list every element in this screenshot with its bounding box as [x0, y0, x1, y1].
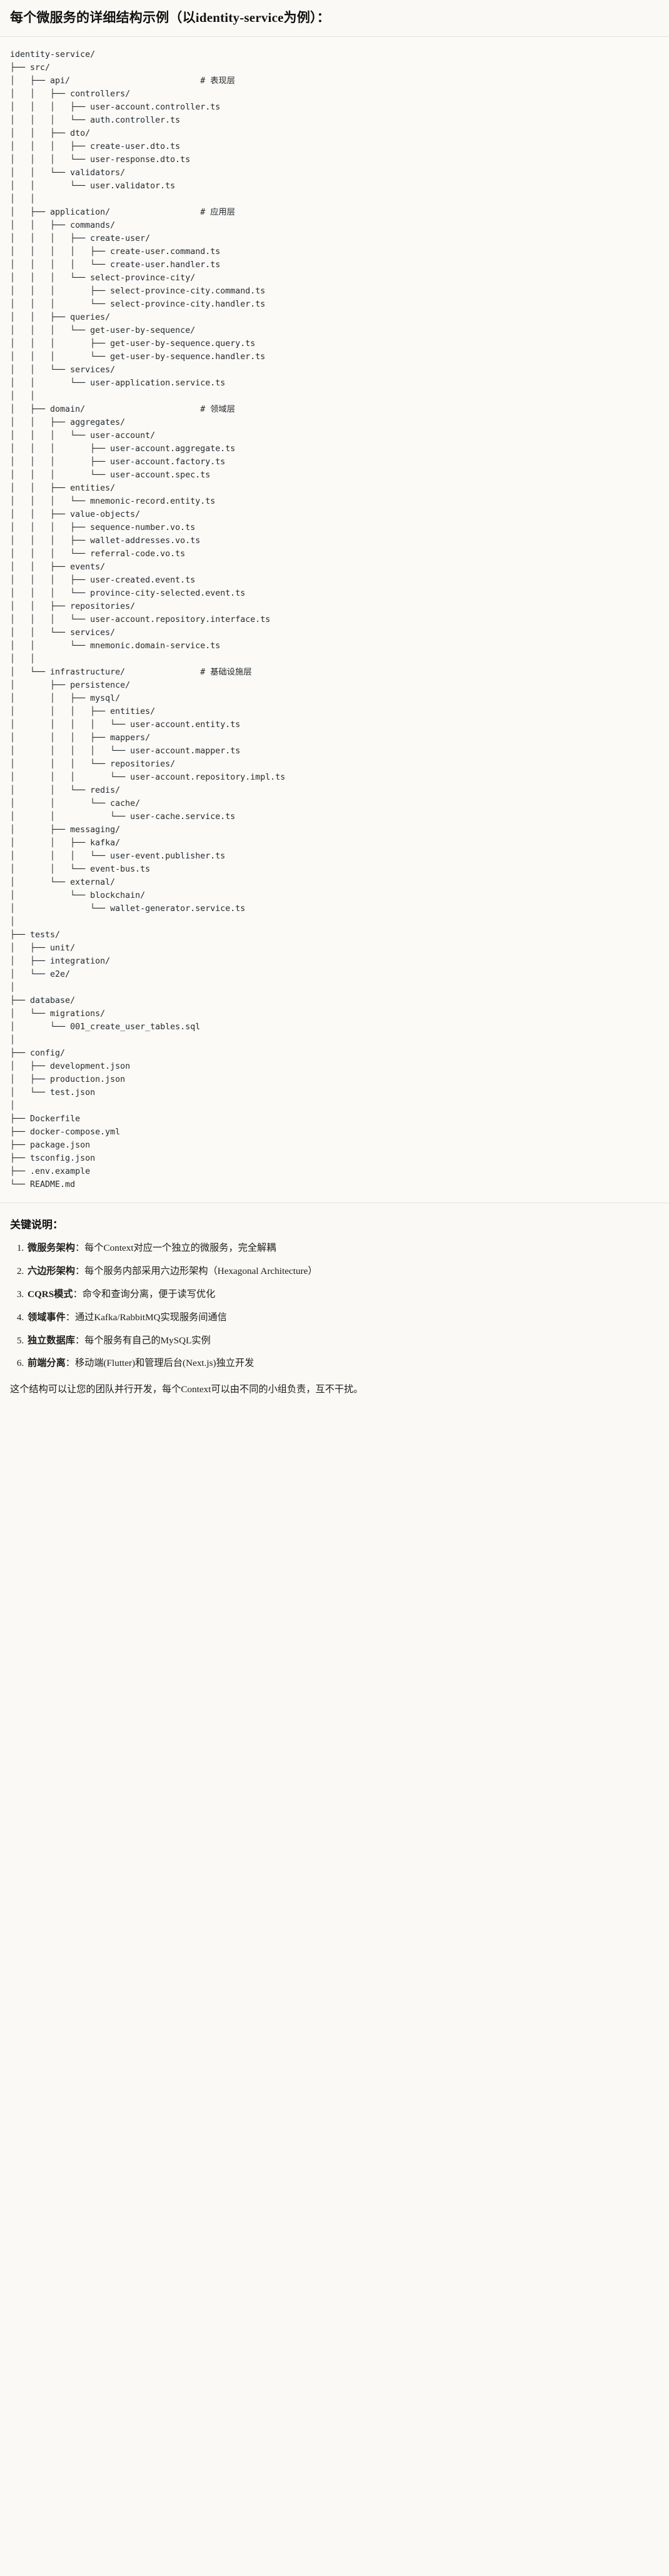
key-note-separator: ： [65, 1311, 75, 1323]
key-note-description: 通过Kafka/RabbitMQ实现服务间通信 [74, 1311, 227, 1323]
key-note-item: 六边形架构：每个服务内部采用六边形架构（Hexagonal Architectu… [26, 1265, 659, 1279]
key-note-description: 移动端(Flutter)和管理后台(Next.js)独立开发 [74, 1358, 254, 1369]
key-note-description: 命令和查询分离，便于读写优化 [82, 1288, 216, 1300]
page-title: 每个微服务的详细结构示例（以identity-service为例）： [10, 10, 330, 25]
key-note-item: 独立数据库：每个服务有自己的MySQL实例 [26, 1334, 659, 1348]
key-note-item: 领域事件：通过Kafka/RabbitMQ实现服务间通信 [26, 1311, 659, 1325]
document-page: 每个微服务的详细结构示例（以identity-service为例）： ident… [0, 0, 669, 1408]
key-note-term: 六边形架构 [28, 1266, 75, 1277]
key-note-separator: ： [65, 1358, 75, 1369]
directory-tree: identity-service/ ├── src/ │ ├── api/ # … [10, 50, 286, 1190]
closing-paragraph: 这个结构可以让您的团队并行开发，每个Context可以由不同的小组负责，互不干扰… [10, 1384, 363, 1395]
key-note-item: 微服务架构：每个Context对应一个独立的微服务，完全解耦 [26, 1241, 659, 1256]
key-note-separator: ： [74, 1243, 85, 1254]
key-note-description: 每个服务有自己的MySQL实例 [84, 1335, 211, 1346]
key-note-term: 独立数据库 [28, 1335, 75, 1346]
key-note-term: 前端分离 [28, 1358, 66, 1369]
key-note-term: 微服务架构 [28, 1243, 75, 1254]
title-bar: 每个微服务的详细结构示例（以identity-service为例）： [0, 0, 669, 38]
key-note-separator: ： [73, 1288, 83, 1300]
key-note-item: 前端分离：移动端(Flutter)和管理后台(Next.js)独立开发 [26, 1357, 659, 1371]
key-note-separator: ： [74, 1335, 85, 1346]
key-note-term: 领域事件 [28, 1311, 66, 1323]
key-notes-heading: 关键说明： [10, 1219, 63, 1231]
key-note-separator: ： [74, 1266, 85, 1277]
key-notes-block: 关键说明： 微服务架构：每个Context对应一个独立的微服务，完全解耦六边形架… [0, 1203, 669, 1408]
key-note-description: 每个服务内部采用六边形架构（Hexagonal Architecture） [84, 1266, 318, 1277]
key-note-item: CQRS模式：命令和查询分离，便于读写优化 [26, 1288, 659, 1302]
key-note-description: 每个Context对应一个独立的微服务，完全解耦 [84, 1243, 276, 1254]
directory-tree-block: identity-service/ ├── src/ │ ├── api/ # … [0, 37, 669, 1204]
key-notes-list: 微服务架构：每个Context对应一个独立的微服务，完全解耦六边形架构：每个服务… [10, 1241, 659, 1371]
key-note-term: CQRS模式 [28, 1288, 73, 1300]
